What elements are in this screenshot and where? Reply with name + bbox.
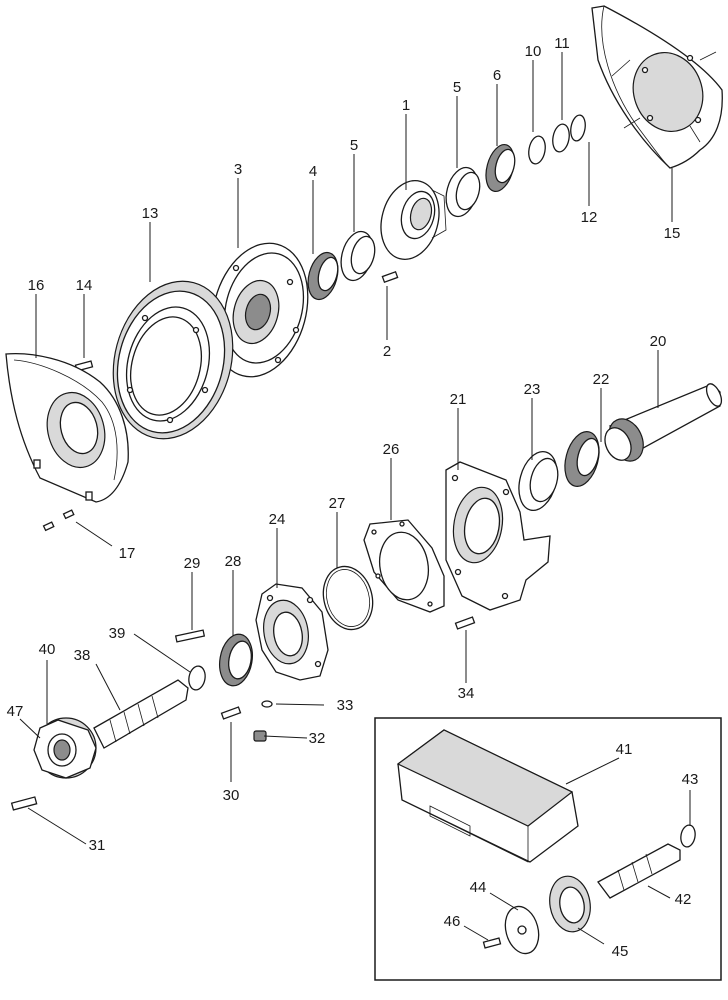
callout-labels: 1 2 3 4 5 5 6 10 11 12 13 14 15 16 17 20… <box>7 35 699 960</box>
part-17-pins <box>42 509 75 532</box>
part-29-bolt <box>174 629 206 643</box>
part-46-bolt <box>482 937 502 949</box>
callout-12: 12 <box>581 209 598 226</box>
callout-16: 16 <box>28 277 45 294</box>
leader-lines <box>19 52 691 945</box>
callout-22: 22 <box>593 371 610 388</box>
part-4-bearing <box>307 251 339 301</box>
callout-41: 41 <box>616 741 633 758</box>
part-33-oring <box>261 700 273 708</box>
callout-5-lower: 5 <box>350 137 358 154</box>
part-24-flange <box>255 583 329 681</box>
part-12-ring <box>570 114 586 142</box>
callout-20: 20 <box>650 333 667 350</box>
callout-43: 43 <box>682 771 699 788</box>
callout-26: 26 <box>383 441 400 458</box>
callout-34: 34 <box>458 685 475 702</box>
callout-31: 31 <box>89 837 106 854</box>
callout-4: 4 <box>309 163 317 180</box>
part-34-bolt <box>454 616 476 630</box>
callout-30: 30 <box>223 787 240 804</box>
callout-14: 14 <box>76 277 93 294</box>
callout-39: 39 <box>109 625 126 642</box>
part-26-gasket <box>363 519 445 613</box>
callout-38: 38 <box>74 647 91 664</box>
part-31-bolt <box>10 796 38 811</box>
callout-47: 47 <box>7 703 24 720</box>
callout-6: 6 <box>493 67 501 84</box>
callout-42: 42 <box>675 891 692 908</box>
callout-32: 32 <box>309 730 326 747</box>
part-1-hub <box>380 180 447 260</box>
part-44-plate <box>504 905 540 955</box>
part-40-yoke <box>33 717 97 779</box>
part-20-shaft <box>604 383 723 462</box>
part-5-cup-upper <box>445 166 481 218</box>
part-27-oring <box>322 565 374 631</box>
part-45-gear <box>549 875 591 933</box>
callout-23: 23 <box>524 381 541 398</box>
part-28-seal <box>219 633 253 687</box>
kit-inset-frame <box>374 717 722 981</box>
part-6-bearing <box>485 143 516 193</box>
callout-5-upper: 5 <box>453 79 461 96</box>
part-30-bolt <box>220 706 242 720</box>
callout-3: 3 <box>234 161 242 178</box>
part-2-bolt <box>381 270 399 284</box>
callout-24: 24 <box>269 511 286 528</box>
callout-40: 40 <box>39 641 56 658</box>
callout-21: 21 <box>450 391 467 408</box>
part-11-ring <box>552 123 570 153</box>
callout-45: 45 <box>612 943 629 960</box>
callout-28: 28 <box>225 553 242 570</box>
part-42-shaft <box>597 843 681 899</box>
part-41-case <box>396 729 579 863</box>
callout-17: 17 <box>119 545 136 562</box>
callout-2: 2 <box>383 343 391 360</box>
callout-13: 13 <box>142 205 159 222</box>
callout-27: 27 <box>329 495 346 512</box>
part-38-shaft <box>93 679 189 749</box>
part-10-ring <box>528 135 546 165</box>
part-13-ring-gear <box>112 280 234 440</box>
part-23-cup <box>518 451 559 511</box>
part-39-ring <box>188 665 206 691</box>
part-15-shield <box>591 5 723 169</box>
callout-1: 1 <box>402 97 410 114</box>
callout-11: 11 <box>554 35 570 52</box>
callout-44: 44 <box>470 879 487 896</box>
part-5-cup-lower <box>340 230 376 282</box>
callout-29: 29 <box>184 555 201 572</box>
part-16-cover <box>5 353 129 503</box>
callout-46: 46 <box>444 913 461 930</box>
part-21-housing <box>445 461 551 611</box>
callout-10: 10 <box>525 43 542 60</box>
callout-15: 15 <box>664 225 681 242</box>
part-22-bearing <box>564 431 600 487</box>
callout-33: 33 <box>337 697 354 714</box>
part-43-ring <box>680 824 696 848</box>
